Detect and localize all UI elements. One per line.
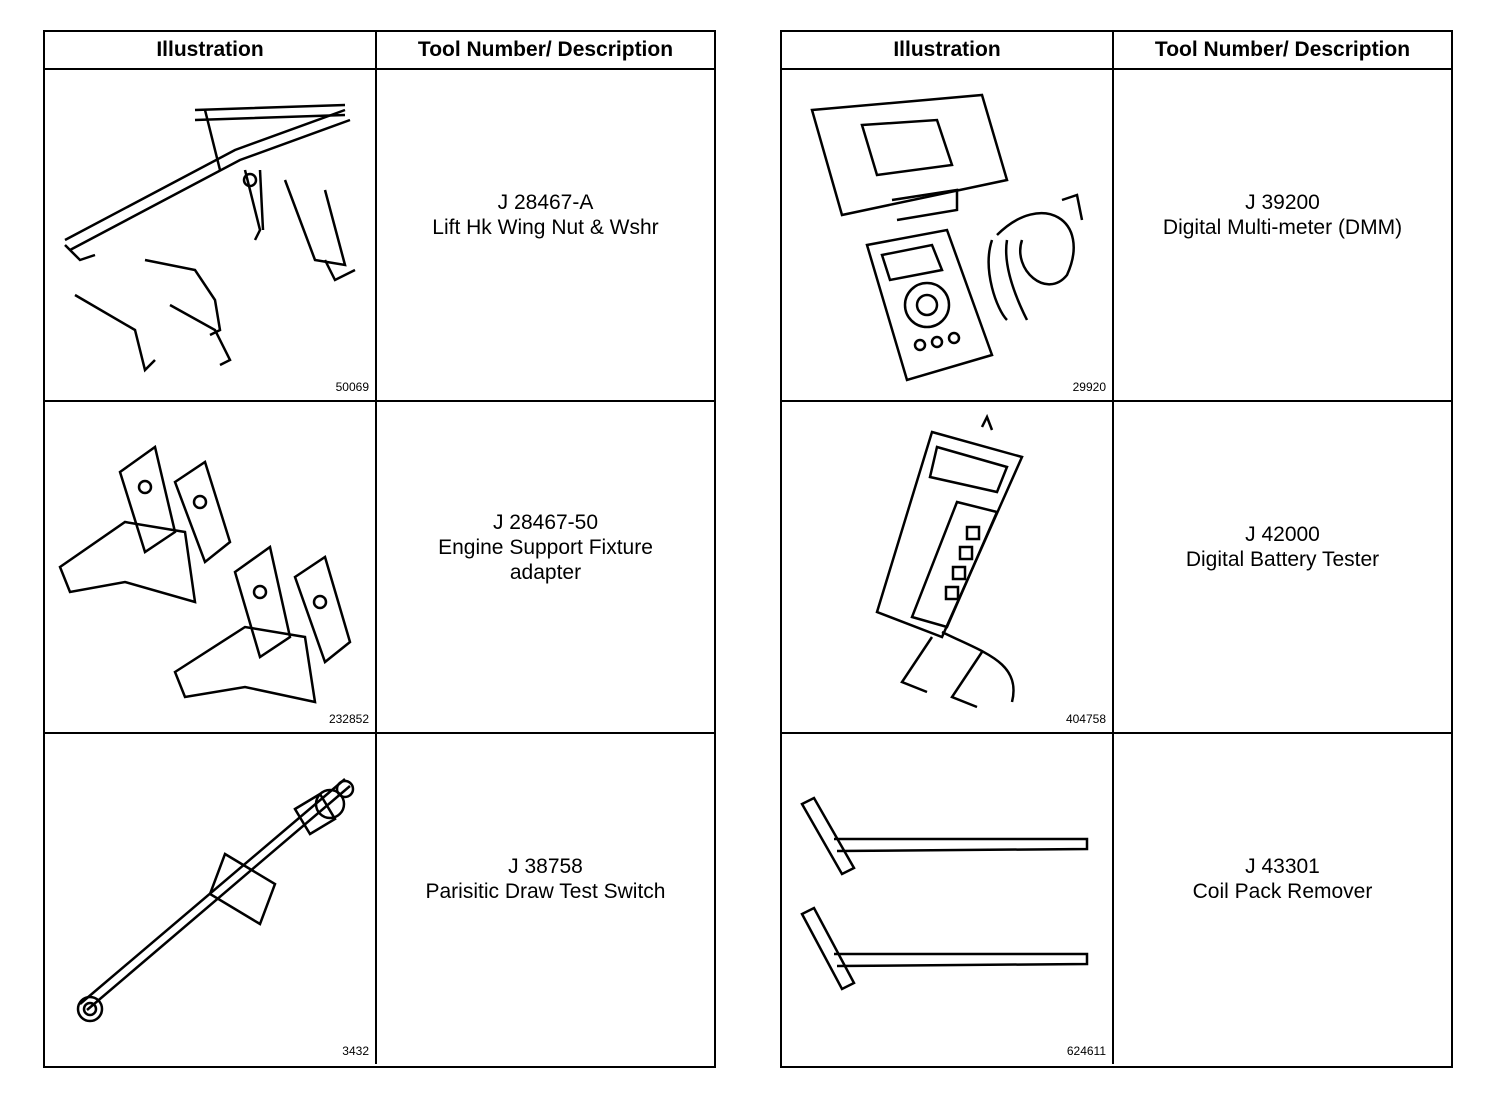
tool-number: J 39200 bbox=[1245, 191, 1320, 214]
tool-desc-line: Digital Multi-meter (DMM) bbox=[1162, 216, 1403, 239]
table-header: Illustration Tool Number/ Description bbox=[782, 32, 1451, 70]
test-switch-illustration bbox=[76, 778, 355, 1023]
header-illustration: Illustration bbox=[782, 32, 1114, 68]
tool-desc-line: adapter bbox=[509, 560, 582, 584]
table-row: 3432 J 38758 Parisitic Draw Test Switch bbox=[45, 734, 714, 1064]
tool-description: J 38758 Parisitic Draw Test Switch bbox=[377, 734, 714, 1064]
figure-number: 50069 bbox=[335, 380, 369, 394]
tool-table-left: Illustration Tool Number/ Description 50… bbox=[43, 30, 716, 1068]
tool-description: J 39200 Digital Multi-meter (DMM) bbox=[1114, 70, 1451, 400]
coil-pack-remover-illustration bbox=[800, 796, 1089, 991]
tool-description: J 28467-50 Engine Support Fixture adapte… bbox=[377, 402, 714, 732]
tool-number: J 42000 bbox=[1245, 523, 1320, 546]
tool-description: J 43301 Coil Pack Remover bbox=[1114, 734, 1451, 1064]
figure-number: 624611 bbox=[1066, 1044, 1106, 1058]
fixture-adapter-illustration bbox=[58, 444, 352, 704]
illustration-cell: 624611 bbox=[782, 734, 1114, 1064]
table-row: 624611 J 43301 Coil Pack Remover bbox=[782, 734, 1451, 1064]
tool-desc-line: Digital Battery Tester bbox=[1185, 548, 1380, 571]
tool-number: J 38758 bbox=[508, 855, 583, 878]
header-tool-number: Tool Number/ Description bbox=[417, 38, 674, 61]
table-row: 232852 J 28467-50 Engine Support Fixture… bbox=[45, 402, 714, 734]
tool-desc-line: Lift Hk Wing Nut & Wshr bbox=[432, 216, 659, 239]
tool-description: J 42000 Digital Battery Tester bbox=[1114, 402, 1451, 732]
figure-number: 3432 bbox=[342, 1044, 369, 1058]
tool-number: J 43301 bbox=[1245, 855, 1320, 878]
table-header: Illustration Tool Number/ Description bbox=[45, 32, 714, 70]
tool-number: J 28467-A bbox=[497, 191, 594, 214]
figure-number: 29920 bbox=[1072, 380, 1106, 394]
multimeter-illustration bbox=[810, 93, 1084, 382]
illustration-cell: 50069 bbox=[45, 70, 377, 400]
header-illustration: Illustration bbox=[45, 32, 377, 68]
header-tool-number: Tool Number/ Description bbox=[1154, 38, 1411, 61]
table-row: 29920 J 39200 Digital Multi-meter (DMM) bbox=[782, 70, 1451, 402]
illustration-cell: 404758 bbox=[782, 402, 1114, 732]
figure-number: 404758 bbox=[1065, 712, 1106, 726]
tool-number: J 28467-50 bbox=[492, 510, 599, 534]
figure-number: 232852 bbox=[328, 712, 369, 726]
illustration-cell: 29920 bbox=[782, 70, 1114, 400]
lift-hook-illustration bbox=[64, 103, 356, 373]
battery-tester-illustration bbox=[875, 413, 1024, 709]
table-row: 50069 J 28467-A Lift Hk Wing Nut & Wshr bbox=[45, 70, 714, 402]
illustration-cell: 232852 bbox=[45, 402, 377, 732]
tool-description: J 28467-A Lift Hk Wing Nut & Wshr bbox=[377, 70, 714, 400]
illustration-cell: 3432 bbox=[45, 734, 377, 1064]
tool-desc-line: Parisitic Draw Test Switch bbox=[425, 880, 666, 903]
tool-desc-line: Coil Pack Remover bbox=[1192, 880, 1373, 903]
table-row: 404758 J 42000 Digital Battery Tester bbox=[782, 402, 1451, 734]
tool-table-right: Illustration Tool Number/ Description 29… bbox=[780, 30, 1453, 1068]
tool-desc-line: Engine Support Fixture bbox=[438, 535, 653, 559]
